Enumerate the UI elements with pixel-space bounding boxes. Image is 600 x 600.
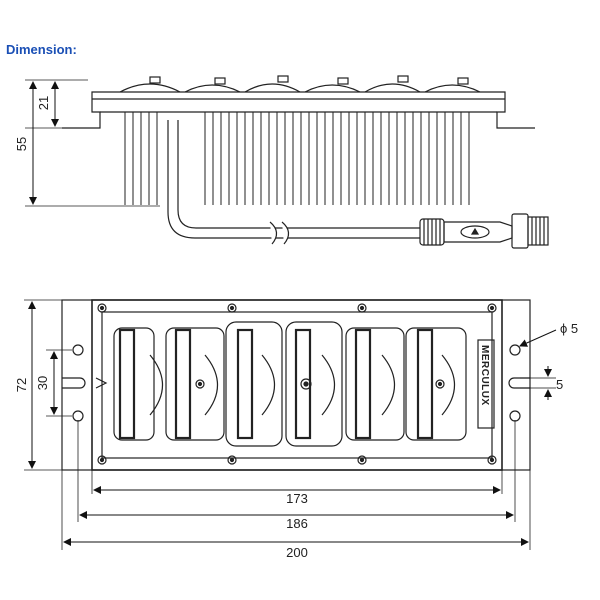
- dim-label-30: 30: [35, 376, 50, 390]
- dim-label-200: 200: [286, 545, 308, 560]
- dim-label-72: 72: [14, 378, 29, 392]
- brand-label-box: [477, 339, 495, 429]
- front-direction-mark: [95, 377, 108, 389]
- dim-label-173: 173: [286, 491, 308, 506]
- side-lens-bumps: [119, 75, 481, 93]
- side-view: [25, 75, 549, 249]
- dim-label-slot-width: 5: [556, 377, 563, 392]
- mount-hole-left-top: [72, 344, 84, 356]
- side-heatsink-fins: [124, 112, 470, 205]
- front-inner-frame: [91, 299, 503, 471]
- front-view: [24, 299, 531, 550]
- mount-hole-right-top: [509, 344, 521, 356]
- cable-connector: [419, 213, 549, 249]
- dim-label-hole-diameter: ϕ 5: [560, 321, 578, 336]
- side-flange-outline: [62, 91, 535, 129]
- led-modules: [113, 321, 467, 447]
- mount-hole-left-bottom: [72, 410, 84, 422]
- dimension-title: Dimension:: [6, 42, 77, 57]
- leader-hole-diameter: [519, 329, 557, 347]
- mount-slot-right: [508, 377, 530, 389]
- mount-slot-left: [62, 377, 86, 389]
- cable-break-mark: [269, 221, 290, 245]
- dim-label-21: 21: [36, 96, 51, 110]
- dim-label-55: 55: [14, 137, 29, 151]
- side-cable-outer: [167, 120, 420, 239]
- brand-text: MERCULUX: [479, 345, 490, 406]
- dim-label-186: 186: [286, 516, 308, 531]
- frame-screws: [97, 303, 497, 465]
- side-cable-inner: [177, 120, 420, 229]
- mount-hole-right-bottom: [509, 410, 521, 422]
